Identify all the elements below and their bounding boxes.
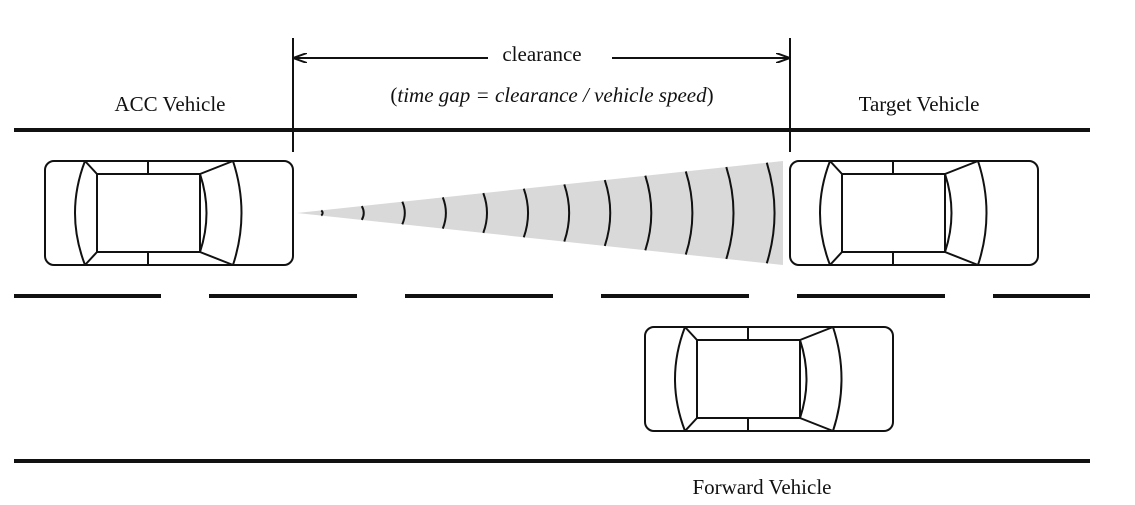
time-gap-paren-open: ( [390,83,397,107]
target-vehicle-label: Target Vehicle [859,92,980,116]
radar-wavefronts [320,162,776,264]
time-gap-formula: (time gap = clearance / vehicle speed) [390,83,713,107]
radar-wavefront [684,171,694,255]
forward-vehicle-label: Forward Vehicle [693,475,832,499]
radar-wavefront [765,162,776,264]
clearance-dimension [292,38,791,152]
clearance-label: clearance [502,42,581,66]
time-gap-paren-close: ) [707,83,714,107]
radar-wavefront [320,209,324,217]
acc-vehicle-label: ACC Vehicle [114,92,225,116]
radar-wavefront [725,166,735,260]
acc-vehicle-car [44,160,294,266]
radar-wavefront [603,179,612,247]
radar-wavefront [482,192,488,234]
radar-wavefront [441,197,447,229]
radar-beam [297,161,783,265]
target-vehicle-car [789,160,1039,266]
radar-wavefront [522,188,530,238]
radar-wavefront [563,184,571,242]
forward-vehicle-car [644,326,894,432]
time-gap-formula-text: time gap = clearance / vehicle speed [397,83,707,107]
radar-wavefront [644,175,653,251]
radar-wavefront [360,205,365,221]
radar-cone [297,161,783,265]
radar-wavefront [401,201,406,225]
